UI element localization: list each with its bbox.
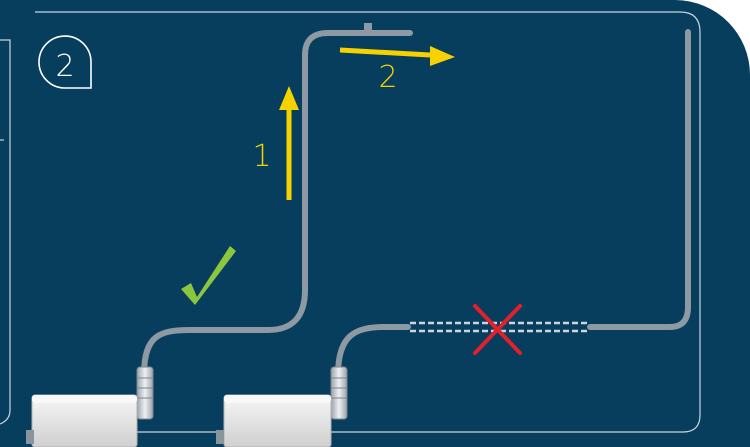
main-panel-outline [35,11,701,433]
incorrect-discharge-pipe-riser [587,29,691,330]
pipe-vent-cap [364,23,372,31]
arrow-label-up: 1 [252,139,271,174]
rightward-flow-arrow [339,46,455,66]
step-badge-number: 2 [55,49,74,84]
incorrect-discharge-pipe-lower [335,324,411,378]
cross-mark-icon [473,304,522,355]
upward-flow-arrow [279,86,299,200]
step-badge: 2 [38,35,92,89]
left-panel-outline [0,39,11,425]
correct-discharge-pipe [141,30,413,378]
pump-unit-left [26,366,154,447]
arrow-label-right: 2 [378,60,397,95]
pump-unit-right [216,366,348,447]
check-mark-icon [181,246,236,305]
